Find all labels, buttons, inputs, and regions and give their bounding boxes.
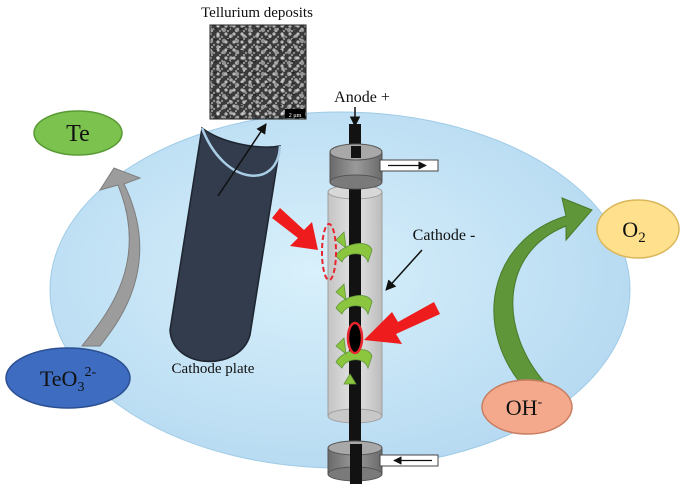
red-arrow-lower — [364, 302, 440, 344]
teo3-superscript: 2- — [84, 365, 96, 380]
oh-label: OH- — [506, 395, 543, 420]
sem-pointer-line — [217, 123, 267, 197]
cathode-label: Cathode - — [413, 227, 476, 244]
o2-bubble: O2 — [596, 199, 680, 259]
helix-segment-1 — [335, 243, 373, 264]
oxidation-arrow — [493, 197, 593, 393]
teo3-bubble: TeO32- — [5, 347, 131, 409]
oh-bubble: OH- — [481, 379, 573, 435]
oh-base: OH — [506, 395, 538, 420]
anode-label: Anode + — [334, 89, 390, 106]
helix-segment-3 — [335, 349, 373, 370]
cathode-pointer — [385, 249, 423, 291]
o2-subscript: 2 — [638, 230, 646, 246]
te-bubble: Te — [33, 110, 123, 156]
o2-label: O2 — [622, 217, 645, 246]
helix-segment-2 — [335, 295, 373, 316]
scale-bar-box — [285, 109, 305, 118]
electrode-assembly — [321, 124, 439, 484]
cathode-plate-curl — [200, 127, 282, 177]
teo3-base: TeO — [40, 366, 78, 391]
gray-curved-arrow — [80, 167, 142, 347]
solid-deposit-highlight — [346, 321, 364, 355]
oh-superscript: - — [538, 395, 543, 410]
helix-flow — [335, 231, 373, 385]
sem-image: 2 µm — [209, 24, 307, 120]
teo3-subscript: 3 — [77, 380, 84, 395]
tellurium-deposits-label: Tellurium deposits — [201, 5, 313, 21]
cathode-plate-label: Cathode plate — [172, 361, 255, 377]
red-arrow-upper — [272, 208, 318, 250]
dashed-deposit-highlight — [321, 223, 337, 281]
teo3-label: TeO32- — [40, 365, 97, 395]
scale-bar-label: 2 µm — [289, 113, 302, 119]
cathode-plate — [169, 126, 281, 363]
te-label: Te — [66, 121, 90, 147]
o2-base: O — [622, 217, 638, 242]
